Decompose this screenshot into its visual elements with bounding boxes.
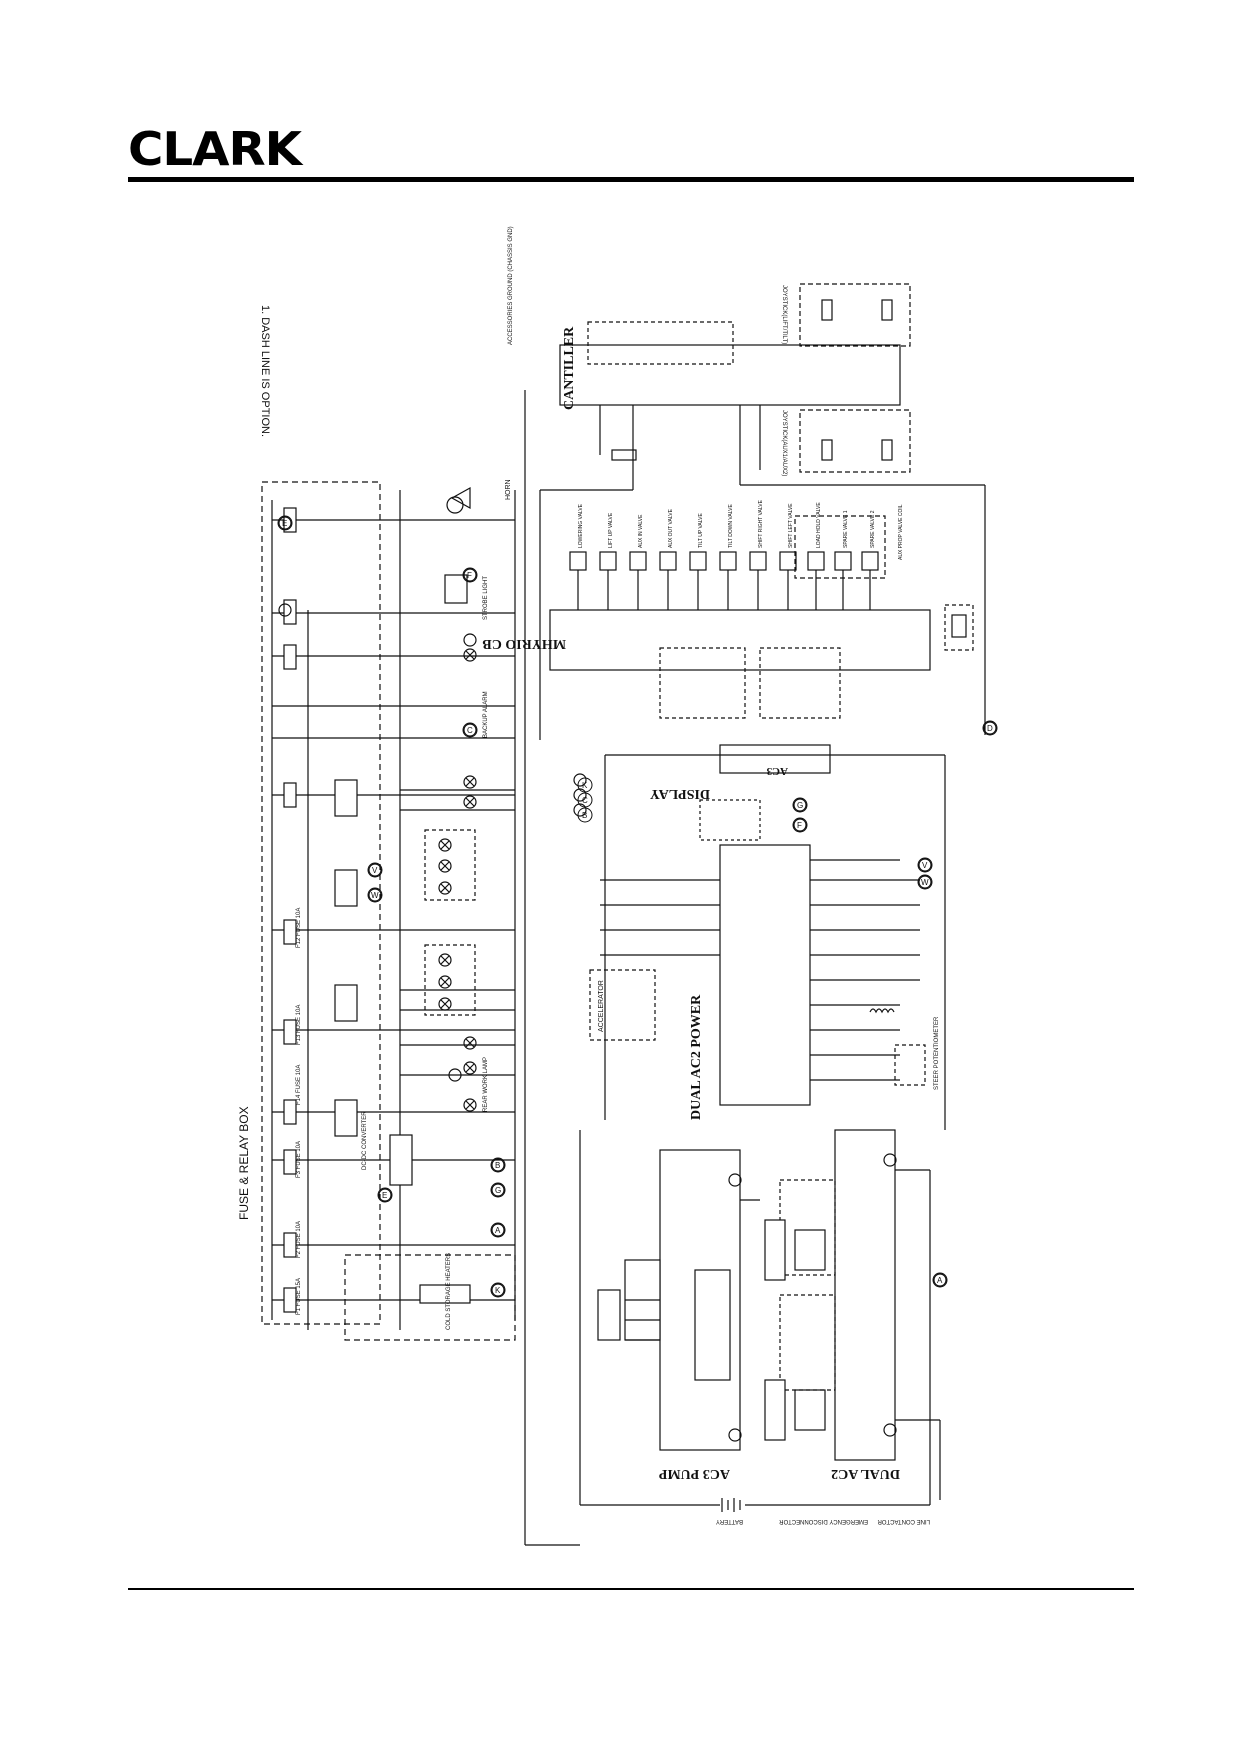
fuse-f14-label: F14 FUSE 10A [296,1065,302,1105]
terminal-v: V [372,866,378,875]
controller-labels: CANTILLER MHYRIO CB AC3 DISPLAY DUAL AC2… [482,326,900,1481]
terminal-k2: K [495,1286,501,1295]
accessories-ground-label: ACCESSORIES GROUND (CHASSIS GND) [508,226,514,345]
terminal-g2: G [797,801,803,810]
terminal-w2: W [921,878,929,887]
accelerator-label: ACCELERATOR [598,980,605,1032]
battery-label: BATTERY [716,1518,743,1524]
horn-label: HORN [505,479,512,500]
terminal-a2: A [495,1226,501,1235]
valve-label: LIFT UP VALVE [608,512,614,548]
valve-label: AUX PROP VALVE COIL [898,504,904,560]
terminal-c: C [582,796,588,805]
fuse-f13-label: F13 FUSE 10A [296,1005,302,1045]
terminal-d: D [987,724,993,733]
dash-line-note: 1. DASH LINE IS OPTION. [259,305,271,437]
fuse-f2-label: F2 FUSE 10A [296,1221,302,1258]
terminal-markers: K C B D A K A B G E E F C V W V W G F [277,515,998,1298]
joystick-aux-label: JOYSTICK(AUX1/AUX2) [781,410,787,476]
terminal-b2: B [495,1161,500,1170]
mhyrio-label: MHYRIO CB [482,636,566,651]
cantiller-label: CANTILLER [562,326,577,410]
valve-label: SHIFT LEFT VALVE [788,503,794,548]
valve-label: AUX IN VALVE [638,514,644,548]
valve-label: SPARE VALVE 2 [870,510,876,548]
terminal-e2: E [282,519,287,528]
terminal-f: F [467,571,472,580]
terminal-f2: F [797,821,802,830]
terminal-k: K [582,781,588,790]
display-label: DISPLAY [650,786,710,801]
terminal-e: E [382,1191,387,1200]
emergency-disconnector-label: EMERGENCY DISCONNECTOR [779,1518,868,1524]
fuse-f3-label: F3 FUSE 10A [296,1141,302,1178]
dual-ac2-power-label: DUAL AC2 POWER [689,994,704,1120]
ac3-label: AC3 [766,765,788,777]
ac3-pump-label: AC3 PUMP [658,1466,730,1481]
line-contactor-label: LINE CONTACTOR [877,1518,930,1524]
dual-ac2-label: DUAL AC2 [831,1466,900,1481]
fuse-labels: F1 FUSE 15A F2 FUSE 10A F3 FUSE 10A F14 … [296,908,302,1315]
backup-alarm-label: BACKUP ALARM [483,691,489,738]
footer-rule [128,1588,1134,1590]
terminal-v2: V [922,861,928,870]
valve-label: LOWERING VALVE [578,503,584,548]
dc-dc-converter-label: DC-DC CONVERTER [362,1111,368,1170]
valve-label: AUX OUT VALVE [668,508,674,548]
clark-logo: CLARK [128,122,302,176]
valve-label: TILT DOWN VALVE [728,504,734,548]
steer-potentiometer-label: STEER POTENTIOMETER [934,1016,940,1090]
terminal-a: A [937,1276,943,1285]
valve-label: SPARE VALVE 1 [843,510,849,548]
fuse-f1-label: F1 FUSE 15A [296,1278,302,1315]
valve-labels: LOWERING VALVE LIFT UP VALVE AUX IN VALV… [578,499,904,560]
valve-label: LOAD HOLD VALVE [816,502,822,548]
terminal-b: B [582,811,587,820]
fuse-relay-box-title: FUSE & RELAY BOX [237,1106,251,1220]
joystick-lift-tilt-label: JOYSTICK(LIFT/TILT) [781,285,787,344]
rear-work-lamp-label: REAR WORK LAMP [483,1057,489,1112]
valve-label: TILT UP VALVE [698,513,704,548]
header-rule [128,177,1134,182]
terminal-c2: C [467,726,473,735]
strobe-light-label: STROBE LIGHT [483,576,489,620]
fuse-f12-label: F12 FUSE 10A [296,908,302,948]
valve-label: SHIFT RIGHT VALVE [758,499,764,548]
rotated-labels: 1. DASH LINE IS OPTION. FUSE & RELAY BOX… [237,226,940,1524]
cold-storage-label: COLD STORAGE HEATERS [446,1253,452,1330]
valve-blocks [569,551,879,571]
terminal-g: G [495,1186,501,1195]
lamp-group [438,648,477,1112]
terminal-w: W [371,891,379,900]
